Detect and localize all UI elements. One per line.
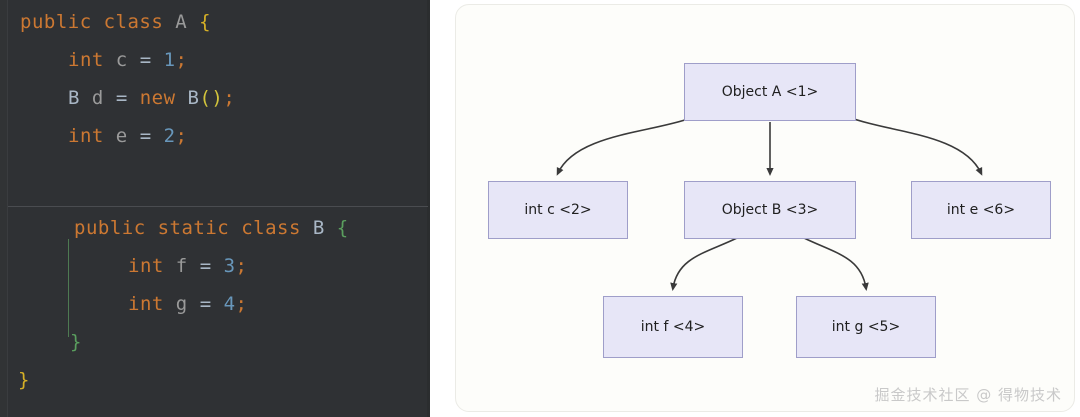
token-space [128, 125, 140, 147]
code-line-1: public class A { [20, 3, 211, 41]
node-label: int e <6> [946, 202, 1016, 218]
token-space [301, 217, 313, 239]
token-semicolon: ; [235, 293, 248, 315]
indent-guide [68, 239, 69, 337]
token-ctor-b: B [187, 87, 200, 109]
node-object-a[interactable]: Object A <1> [684, 63, 856, 121]
node-int-f[interactable]: int f <4> [603, 296, 743, 358]
token-keyword-int: int [68, 125, 104, 147]
token-space [212, 293, 224, 315]
token-semicolon: ; [223, 87, 236, 109]
edge-b-to-g [803, 237, 869, 291]
token-number-4: 4 [223, 293, 236, 315]
code-line-7: int f = 3; [128, 247, 248, 285]
token-operator-assign: = [199, 255, 212, 277]
token-semicolon: ; [175, 125, 188, 147]
token-var-d: d [91, 87, 104, 109]
token-keyword-int: int [128, 255, 164, 277]
token-space [187, 11, 199, 33]
watermark-text: 掘金技术社区 @ 得物技术 [874, 386, 1062, 404]
token-keyword-new: new [139, 87, 176, 109]
token-space [188, 255, 200, 277]
token-number-2: 2 [163, 125, 176, 147]
token-space [229, 217, 241, 239]
token-operator-assign: = [139, 49, 152, 71]
token-brace-close-outer: } [18, 369, 30, 391]
token-space [104, 125, 116, 147]
node-label: int c <2> [524, 202, 592, 218]
editor-gutter [0, 0, 8, 417]
node-label: Object A <1> [721, 84, 819, 100]
node-label: int f <4> [640, 319, 706, 335]
token-keyword-static: static [157, 217, 230, 239]
token-keyword-int: int [68, 49, 104, 71]
code-section-separator [8, 206, 428, 207]
code-line-2: int c = 1; [68, 41, 188, 79]
object-graph-diagram-panel: Object A <1> int c <2> Object B <3> int … [455, 4, 1075, 412]
token-brace-close-inner: } [70, 331, 82, 353]
token-space [152, 125, 164, 147]
token-space [104, 49, 116, 71]
token-number-3: 3 [223, 255, 236, 277]
token-parens: () [199, 87, 224, 109]
token-number-1: 1 [163, 49, 176, 71]
token-space [176, 87, 188, 109]
token-space [163, 11, 175, 33]
token-space [80, 87, 92, 109]
token-space [164, 293, 176, 315]
code-line-10: } [18, 361, 30, 399]
code-editor-panel[interactable]: public class A { int c = 1; B d = new B(… [0, 0, 430, 417]
node-int-c[interactable]: int c <2> [488, 181, 628, 239]
token-brace-open-outer: { [199, 11, 212, 33]
token-semicolon: ; [175, 49, 188, 71]
edge-a-to-c [556, 118, 689, 176]
token-space [104, 87, 116, 109]
editor-scrollbar[interactable] [427, 0, 430, 417]
token-type-a: A [175, 11, 188, 33]
token-space [128, 87, 140, 109]
node-object-b[interactable]: Object B <3> [684, 181, 856, 239]
token-space [212, 255, 224, 277]
code-lines: public class A { int c = 1; B d = new B(… [0, 0, 430, 417]
token-keyword-class: class [241, 217, 301, 239]
token-space [164, 255, 176, 277]
token-var-e: e [115, 125, 128, 147]
token-var-c: c [115, 49, 128, 71]
token-type-b: B [312, 217, 325, 239]
token-var-g: g [175, 293, 188, 315]
token-var-f: f [175, 255, 188, 277]
token-space [92, 11, 104, 33]
code-line-8: int g = 4; [128, 285, 248, 323]
token-type-b: B [68, 87, 80, 109]
diagram-edges-svg [556, 118, 983, 291]
token-brace-open-inner: { [336, 217, 349, 239]
edge-b-to-f [670, 237, 738, 291]
node-label: int g <5> [831, 319, 901, 335]
node-int-g[interactable]: int g <5> [796, 296, 936, 358]
token-operator-assign: = [115, 87, 128, 109]
token-space [146, 217, 158, 239]
token-space [128, 49, 140, 71]
token-keyword-public: public [74, 217, 146, 239]
token-semicolon: ; [235, 255, 248, 277]
code-line-3: B d = new B(); [68, 79, 235, 117]
edge-a-to-e [853, 118, 983, 176]
code-line-6: public static class B { [74, 209, 349, 247]
token-keyword-public: public [20, 11, 92, 33]
node-int-e[interactable]: int e <6> [911, 181, 1051, 239]
token-space [152, 49, 164, 71]
token-space [325, 217, 337, 239]
token-space [188, 293, 200, 315]
code-line-9: } [70, 323, 82, 361]
node-label: Object B <3> [721, 202, 819, 218]
token-keyword-int: int [128, 293, 164, 315]
token-keyword-class: class [103, 11, 164, 33]
token-operator-assign: = [199, 293, 212, 315]
token-operator-assign: = [139, 125, 152, 147]
code-line-4: int e = 2; [68, 117, 188, 155]
